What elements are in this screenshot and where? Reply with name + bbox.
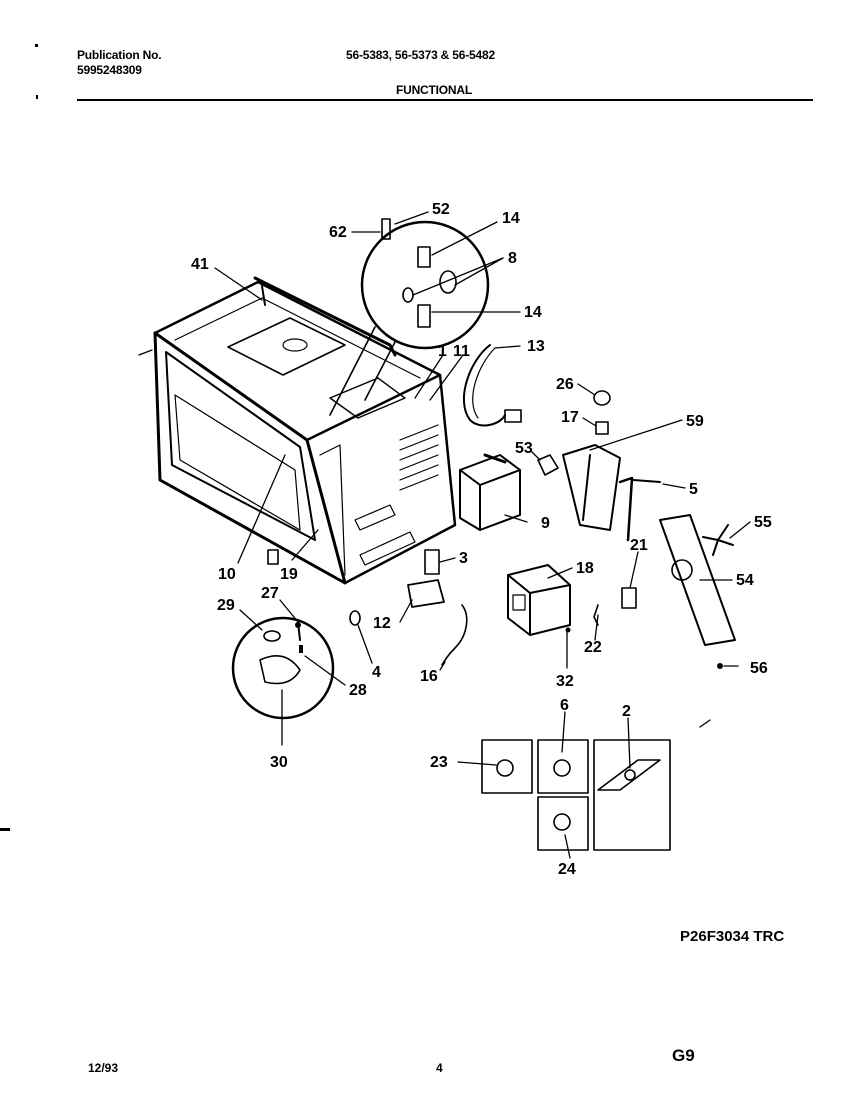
transformer <box>507 564 571 636</box>
callout-27: 27 <box>261 585 279 602</box>
callout-32: 32 <box>556 673 574 690</box>
callout-19: 19 <box>280 566 298 583</box>
footer-code: G9 <box>672 1046 695 1065</box>
fan-motor-assembly <box>659 514 736 646</box>
callout-9: 9 <box>541 515 550 532</box>
publication-number: 5995248309 <box>77 63 142 77</box>
callout-28: 28 <box>349 682 367 699</box>
callout-41: 41 <box>191 256 209 273</box>
callout-55: 55 <box>754 514 772 531</box>
callout-18: 18 <box>576 560 594 577</box>
callout-16: 16 <box>420 668 438 685</box>
callout-56: 56 <box>750 660 768 677</box>
callout-53: 53 <box>515 440 533 457</box>
callout-26: 26 <box>556 376 574 393</box>
publication-label: Publication No. <box>77 48 162 62</box>
footer-date: 12/93 <box>88 1061 119 1075</box>
door-switch-detail <box>329 218 490 416</box>
callout-21: 21 <box>630 537 648 554</box>
thermal-detail <box>231 616 335 720</box>
callout-6: 6 <box>560 697 569 714</box>
margin-mark <box>36 95 38 99</box>
callout-8: 8 <box>508 250 517 267</box>
callout-12: 12 <box>373 615 391 632</box>
callout-30: 30 <box>270 754 288 771</box>
margin-mark <box>0 828 10 831</box>
footer-page-number: 4 <box>436 1061 443 1075</box>
reference-code: P26F3034 TRC <box>680 928 785 945</box>
callout-3: 3 <box>459 550 468 567</box>
callout-22: 22 <box>584 639 602 656</box>
callout-4: 4 <box>372 664 381 681</box>
header-rule <box>77 99 813 101</box>
magnetron <box>459 453 521 531</box>
margin-mark <box>35 44 38 47</box>
callout-14: 14 <box>502 210 520 227</box>
callout-54: 54 <box>736 572 754 589</box>
cabinet-assembly <box>153 276 457 585</box>
callout-29: 29 <box>217 597 235 614</box>
callout-10: 10 <box>218 566 236 583</box>
callout-24: 24 <box>558 861 576 878</box>
callout-13: 13 <box>527 338 545 355</box>
callout-23: 23 <box>430 754 448 771</box>
callout-11: 11 <box>453 343 470 360</box>
callout-17: 17 <box>561 409 579 426</box>
callout-62: 62 <box>329 224 347 241</box>
model-numbers: 56-5383, 56-5373 & 56-5482 <box>346 48 495 62</box>
callout-14: 14 <box>524 304 542 321</box>
section-title: FUNCTIONAL <box>396 83 472 97</box>
callout-1: 1 <box>438 343 447 360</box>
callout-5: 5 <box>689 481 698 498</box>
callout-2: 2 <box>622 703 631 720</box>
callout-52: 52 <box>432 201 450 218</box>
callout-59: 59 <box>686 413 704 430</box>
